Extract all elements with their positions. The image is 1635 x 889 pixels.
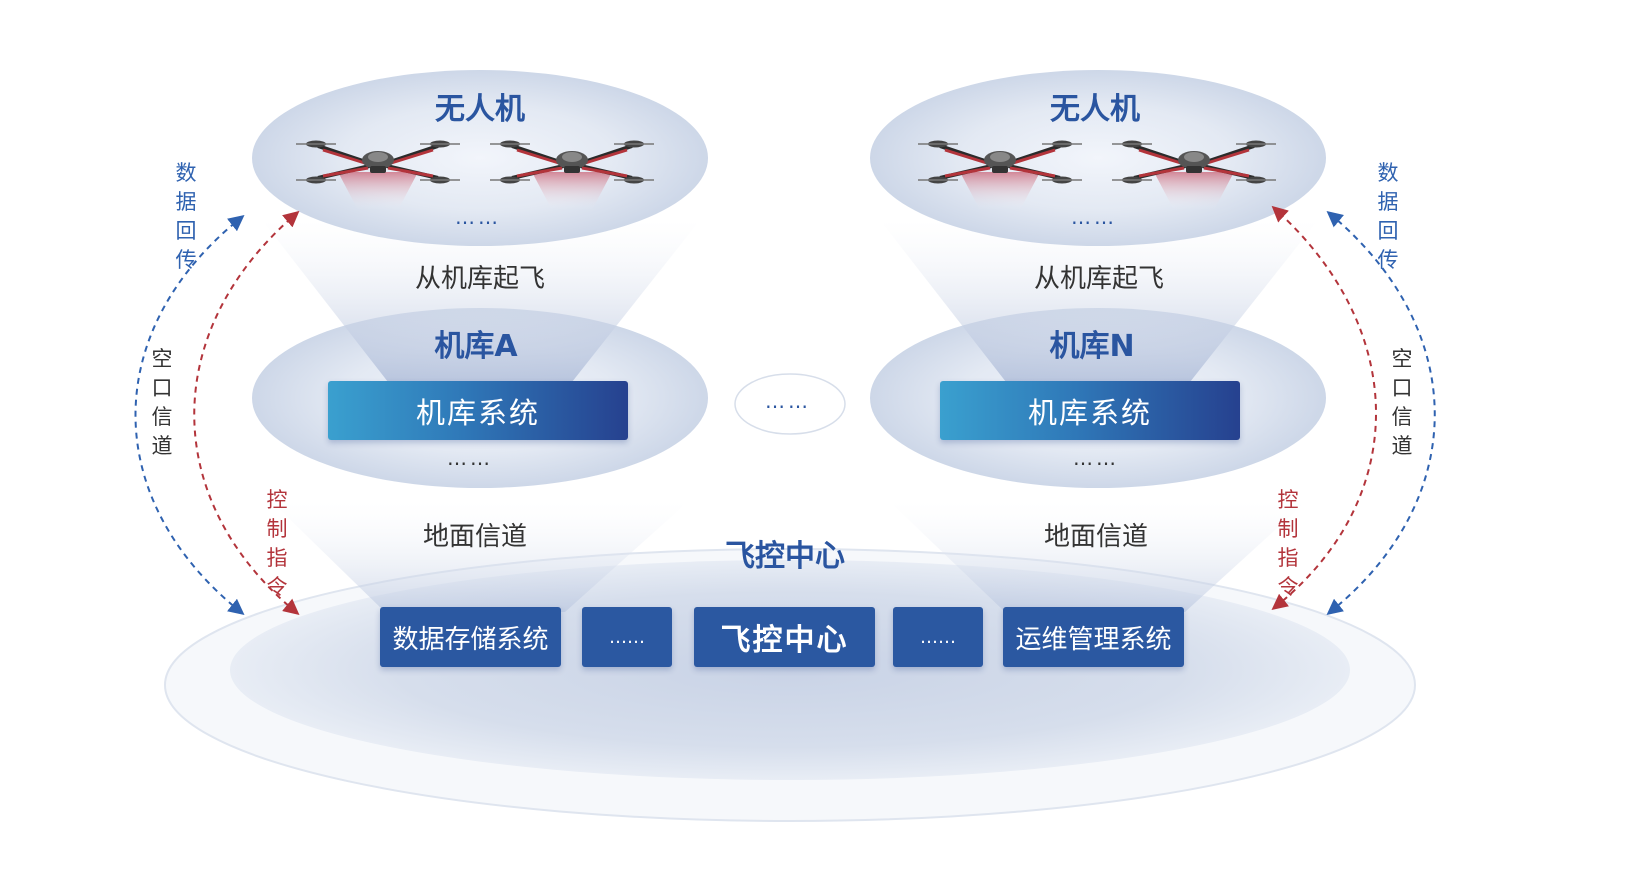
- module-dots-right: ……: [893, 607, 983, 667]
- right-takeoff-label: 从机库起飞: [1033, 264, 1165, 294]
- left-drone-title: 无人机: [435, 92, 525, 127]
- right-control-arrow: [1271, 205, 1377, 610]
- flight-control-center-module: 飞控中心: [694, 607, 875, 667]
- data-storage-system-module: 数据存储系统: [380, 607, 561, 667]
- right-air-channel-label: 空口信道: [1391, 347, 1413, 458]
- left-hangar-dots: ……: [447, 446, 493, 470]
- ops-management-system-module: 运维管理系统: [1003, 607, 1184, 667]
- right-takeoff-cone: [880, 220, 1318, 382]
- left-hangar-title: 机库A: [434, 329, 518, 364]
- left-data-return-arrow: [134, 215, 245, 615]
- right-hangar-dots: ……: [1073, 446, 1119, 470]
- right-data-return-label: 数据回传: [1377, 161, 1399, 272]
- left-ground-cone: [270, 500, 690, 612]
- right-hangar-title: 机库N: [1049, 329, 1135, 364]
- right-drone-dots: ……: [1071, 205, 1117, 229]
- left-control-command-label: 控制指令: [266, 488, 288, 599]
- left-takeoff-cone: [262, 220, 700, 382]
- module-dots-left: ……: [582, 607, 672, 667]
- left-takeoff-label: 从机库起飞: [414, 264, 546, 294]
- left-air-channel-label: 空口信道: [151, 347, 173, 458]
- right-ground-cone: [888, 500, 1308, 612]
- left-ground-channel-label: 地面信道: [422, 522, 528, 552]
- left-drone-dots: ……: [455, 205, 501, 229]
- right-control-command-label: 控制指令: [1277, 488, 1299, 599]
- left-data-return-label: 数据回传: [175, 161, 197, 272]
- right-ground-channel-label: 地面信道: [1043, 522, 1149, 552]
- right-data-return-arrow: [1326, 210, 1436, 616]
- right-hangar-system: 机库系统: [940, 381, 1240, 440]
- right-drone-title: 无人机: [1050, 92, 1140, 127]
- left-hangar-system: 机库系统: [328, 381, 628, 440]
- left-control-arrow: [193, 210, 300, 616]
- middle-ellipse: [734, 373, 846, 435]
- center-title: 飞控中心: [725, 539, 845, 574]
- middle-dots: ……: [765, 389, 811, 413]
